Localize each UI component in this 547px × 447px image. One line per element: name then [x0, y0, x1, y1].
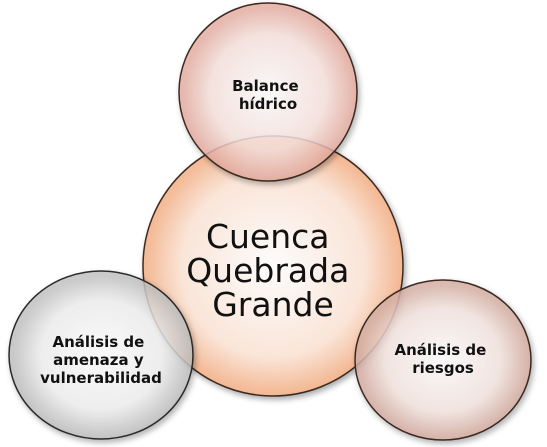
center-label-line-3: Grande [212, 285, 334, 324]
top-label-line-2: hídrico [239, 95, 297, 113]
left-label-line-1: Análisis de [52, 333, 144, 351]
top-circle [178, 2, 358, 182]
center-node: Cuenca Quebrada Grande [142, 135, 404, 397]
top-label-line-1: Balance [232, 77, 299, 95]
left-circle [8, 270, 194, 440]
center-label-line-1: Cuenca [206, 217, 330, 256]
left-label-line-2: amenaza y [53, 351, 144, 369]
center-label: Cuenca Quebrada Grande [186, 217, 360, 324]
right-node: Análisis de riesgos [354, 279, 532, 441]
right-label: Análisis de riesgos [394, 341, 491, 377]
right-circle [354, 279, 532, 441]
left-label-line-3: vulnerabilidad [40, 369, 162, 387]
left-node: Análisis de amenaza y vulnerabilidad [8, 270, 194, 440]
right-label-line-1: Análisis de [394, 341, 486, 359]
center-label-line-2: Quebrada [186, 251, 349, 290]
top-label: Balance hídrico [232, 77, 304, 113]
left-label: Análisis de amenaza y vulnerabilidad [40, 333, 162, 387]
top-node: Balance hídrico [178, 2, 358, 182]
right-label-line-2: riesgos [412, 359, 474, 377]
